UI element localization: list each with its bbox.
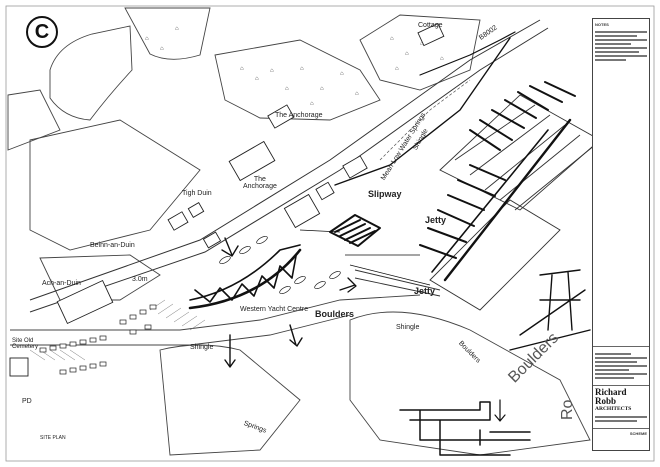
label-the-anchorage-small: The Anchorage — [243, 176, 277, 190]
svg-text:⌂: ⌂ — [160, 46, 164, 52]
svg-text:⌂: ⌂ — [440, 56, 444, 62]
label-pd: PD — [22, 398, 32, 405]
land-outlines — [7, 7, 591, 456]
svg-text:⌂: ⌂ — [310, 101, 314, 107]
svg-text:⌂: ⌂ — [145, 36, 149, 42]
label-the-anchorage: The Anchorage — [275, 112, 323, 119]
svg-text:⌂: ⌂ — [340, 71, 344, 77]
boat-hulls — [219, 235, 341, 295]
title-block-status: SCHEME — [629, 431, 647, 436]
svg-text:⌂: ⌂ — [390, 36, 394, 42]
title-block-notes-heading: NOTES — [595, 22, 609, 27]
title-block-lower: Richard Robb ARCHITECTS SCHEME — [593, 344, 649, 436]
label-shingle-left: Shingle — [190, 344, 214, 351]
parking-bays — [39, 304, 157, 375]
label-ach-an-duin: Ach-an-Duin — [42, 280, 81, 287]
field-outline-nw — [49, 25, 133, 121]
field-outline-sw — [39, 254, 161, 301]
sheet-border — [5, 5, 655, 462]
label-jetty: Jetty — [425, 215, 447, 225]
mlws-line — [379, 79, 471, 161]
pen-lines — [299, 229, 431, 286]
marker-sketch — [188, 31, 591, 456]
label-yacht-centre: Western Yacht Centre — [240, 306, 309, 313]
svg-text:⌂: ⌂ — [300, 66, 304, 72]
tree-symbols: ⌂ ⌂ ⌂ ⌂ ⌂ ⌂ ⌂ ⌂ ⌂ ⌂ ⌂ ⌂ ⌂ ⌂ ⌂ ⌂ ⌂ — [145, 26, 444, 107]
label-shingle-mid: Shingle — [396, 324, 420, 331]
field-outline-west — [29, 119, 201, 251]
buildings — [9, 22, 445, 377]
label-tigh-duin: Tigh Duin — [182, 190, 212, 197]
label-beinn-an-duin: Beinn-an-Duin — [90, 242, 135, 249]
title-block-firm-sub: ARCHITECTS — [595, 406, 632, 412]
svg-text:⌂: ⌂ — [420, 41, 424, 47]
svg-text:⌂: ⌂ — [395, 66, 399, 72]
title-block-notes-lines — [593, 27, 649, 65]
label-jetty-lower: Jetty — [414, 286, 436, 296]
svg-text:⌂: ⌂ — [240, 66, 244, 72]
title-block-firm-name: Richard Robb — [595, 387, 627, 406]
svg-text:⌂: ⌂ — [270, 68, 274, 74]
label-ro: Ro — [559, 399, 576, 420]
springs-outline — [159, 344, 301, 456]
svg-text:⌂: ⌂ — [175, 26, 179, 32]
foreshore-outline — [349, 311, 591, 456]
svg-text:⌂: ⌂ — [255, 76, 259, 82]
field-outline-far-west — [7, 89, 61, 151]
sheet-reference-mark: C — [26, 16, 58, 48]
label-site-plan: SITE PLAN — [40, 435, 66, 441]
label-slipway: Slipway — [368, 189, 402, 199]
svg-text:⌂: ⌂ — [355, 91, 359, 97]
field-outline-north — [124, 7, 211, 60]
svg-text:⌂: ⌂ — [320, 86, 324, 92]
svg-text:⌂: ⌂ — [405, 51, 409, 57]
label-old-cemetery: Site Old Cemetery — [12, 338, 39, 350]
drawing-title-block: NOTES Richard Robb ARCHITECTS SCHEME — [592, 18, 650, 451]
field-outline-ne — [359, 14, 481, 91]
woodland-outline — [214, 39, 381, 121]
sheet-reference-letter: C — [34, 20, 50, 43]
main-road — [29, 19, 549, 313]
shingle-hatch — [29, 299, 206, 361]
svg-text:⌂: ⌂ — [285, 86, 289, 92]
label-cottage: Cottage — [418, 22, 443, 29]
label-contour-3m: 3.0m — [132, 276, 148, 283]
label-boulders: Boulders — [315, 309, 355, 319]
title-block-detail-lines — [593, 349, 649, 383]
